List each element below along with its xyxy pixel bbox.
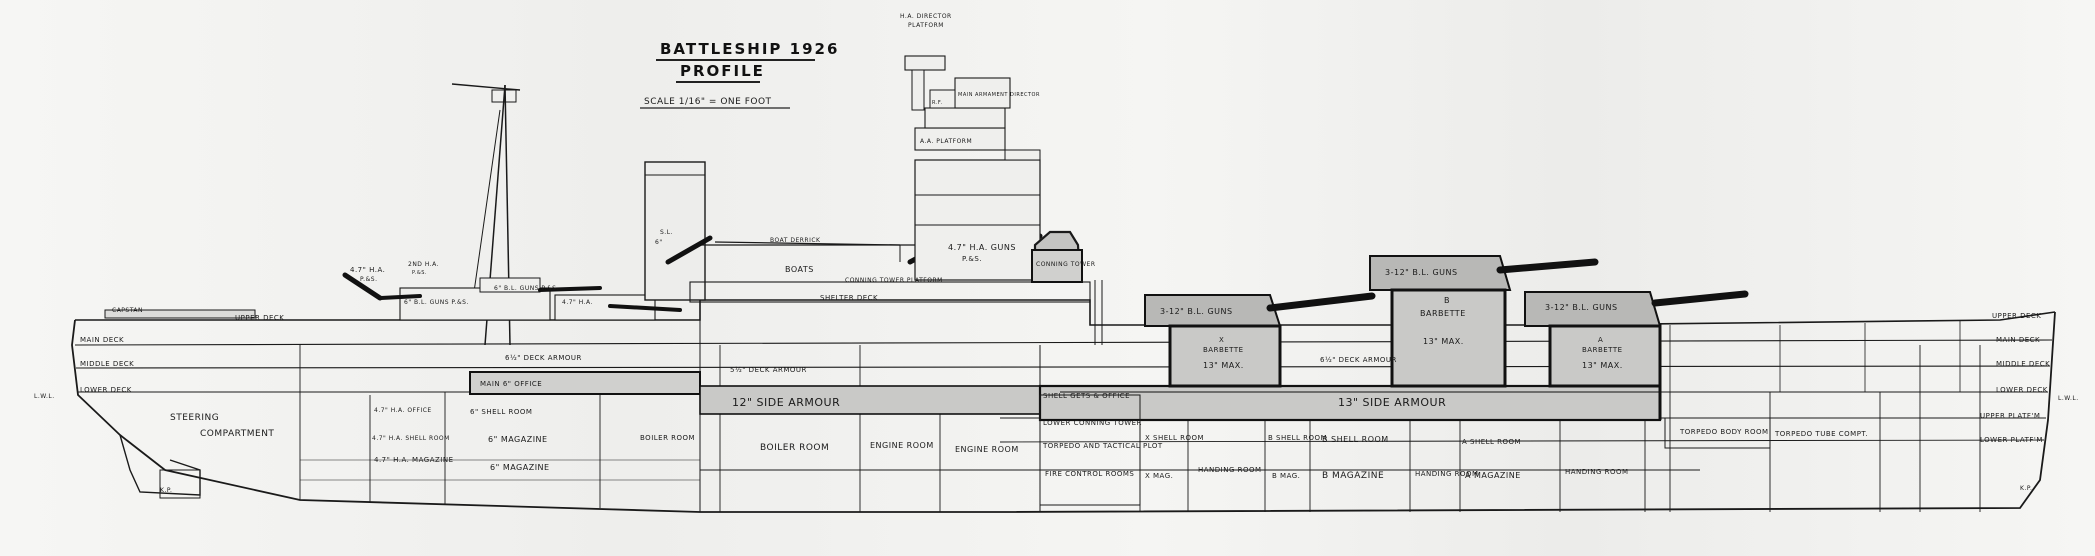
label-boats: BOATS	[785, 265, 814, 274]
label-lower-platform-fwd: LOWER PLATF'M	[1980, 436, 2043, 444]
label-engine-room-1: ENGINE ROOM	[870, 441, 934, 450]
label-secondary-aft: 6" B.L. GUNS P.&S.	[404, 299, 469, 306]
label-torpedo-body: TORPEDO BODY ROOM	[1679, 428, 1769, 436]
turret-labels: 3-12" B.L. GUNS 3-12" B.L. GUNS 3-12" B.…	[1160, 268, 1623, 370]
superstructure-labels: H.A. DIRECTOR PLATFORM MAIN ARMAMENT DIR…	[112, 13, 1095, 314]
label-a-guns: 3-12" B.L. GUNS	[1545, 303, 1618, 312]
label-deck-armour-mid: 5½" DECK ARMOUR	[730, 366, 807, 374]
main-turrets	[1144, 255, 1749, 420]
title-line-1: BATTLESHIP 1926	[660, 40, 839, 58]
label-handing-3: HANDING ROOM	[1565, 468, 1629, 476]
label-boiler-room-small: BOILER ROOM	[640, 434, 695, 442]
label-lwl-aft: L.W.L.	[34, 393, 55, 400]
label-main-office: MAIN 6" OFFICE	[480, 380, 542, 388]
label-kp-fwd: K.P.	[2020, 485, 2032, 492]
label-upper-deck-fwd: UPPER DECK	[1992, 312, 2041, 320]
label-lwl-fwd: L.W.L.	[2058, 395, 2079, 402]
label-engine-room-2: ENGINE ROOM	[955, 445, 1019, 454]
label-upper-platform-fwd: UPPER PLATF'M	[1980, 412, 2040, 420]
label-capstan: CAPSTAN	[112, 307, 143, 314]
label-aa-platform: A.A. PLATFORM	[920, 138, 972, 145]
label-ha-guns-fwd: 4.7" H.A. GUNS	[948, 243, 1016, 252]
label-x-barbette: BARBETTE	[1203, 346, 1244, 354]
label-lower-deck-aft: LOWER DECK	[80, 386, 132, 394]
label-lower-conning: LOWER CONNING TOWER	[1043, 419, 1142, 427]
label-middle-deck-fwd: MIDDLE DECK	[1996, 360, 2050, 368]
label-shell-6: 6" SHELL ROOM	[470, 408, 532, 416]
compartment-labels: STEERING COMPARTMENT 4.7" H.A. OFFICE 4.…	[170, 380, 1868, 481]
label-ha-director-platform: PLATFORM	[908, 22, 944, 29]
label-x-barbette-title: X	[1219, 336, 1224, 344]
label-shell-gets-office: SHELL GETS & OFFICE	[1043, 392, 1130, 400]
label-x-shell: X SHELL ROOM	[1145, 434, 1204, 442]
lower-compartment-boxes	[159, 394, 1771, 506]
label-boiler-room: BOILER ROOM	[760, 443, 829, 453]
label-main-armament-director: MAIN ARMAMENT DIRECTOR	[958, 92, 1040, 98]
label-secondary-top: 2ND H.A.	[408, 261, 439, 268]
label-middle-deck-aft: MIDDLE DECK	[80, 360, 134, 368]
label-main-deck-aft: MAIN DECK	[80, 336, 124, 344]
label-magazine-6b: 6" MAGAZINE	[490, 463, 550, 472]
label-b-guns: 3-12" B.L. GUNS	[1385, 268, 1458, 277]
label-spotting-top: 6"	[655, 239, 663, 246]
label-a-magazine: A MAGAZINE	[1465, 471, 1521, 480]
label-steering-2: COMPARTMENT	[200, 429, 274, 439]
label-ha-guns-aft-sub: P.&S.	[360, 276, 378, 283]
label-ha-guns-fwd-sub: P.&S.	[962, 255, 982, 263]
label-a-barbette: BARBETTE	[1582, 346, 1623, 354]
label-a-barbette-title: A	[1598, 336, 1603, 344]
label-magazine-6a: 6" MAGAZINE	[488, 435, 548, 444]
label-torpedo-tactical: TORPEDO AND TACTICAL PLOT	[1042, 442, 1163, 450]
title-block: BATTLESHIP 1926 PROFILE SCALE 1/16" = ON…	[640, 40, 839, 109]
label-funnel-pair: 4.7" H.A.	[562, 299, 593, 306]
label-shelter-deck: SHELTER DECK	[820, 294, 878, 302]
label-a-shell: A SHELL ROOM	[1462, 438, 1521, 446]
label-ha-director: H.A. DIRECTOR	[900, 13, 952, 20]
label-deck-armour-aft: 6½" DECK ARMOUR	[505, 354, 582, 362]
label-aft-office: 4.7" H.A. OFFICE	[374, 407, 432, 414]
label-deck-armour-fwd: 6½" DECK ARMOUR	[1320, 356, 1397, 364]
title-line-2: PROFILE	[680, 62, 765, 80]
label-handing-1: HANDING ROOM	[1198, 466, 1262, 474]
label-main-deck-fwd: MAIN DECK	[1996, 336, 2040, 344]
label-searchlight: S.L.	[660, 229, 673, 236]
label-conning-tower: CONNING TOWER	[1036, 261, 1095, 268]
label-fire-control: FIRE CONTROL ROOMS	[1045, 470, 1134, 478]
label-b-barbette-title: B	[1444, 296, 1450, 305]
label-b-shell-small: B SHELL ROOM	[1268, 434, 1327, 442]
armour-labels: 6½" DECK ARMOUR 5½" DECK ARMOUR 6½" DECK…	[505, 354, 1446, 409]
label-b-max: 13" MAX.	[1423, 337, 1464, 346]
label-ha-guns-aft: 4.7" H.A.	[350, 266, 385, 274]
label-conning-tower-platform: CONNING TOWER PLATFORM	[845, 277, 943, 284]
aft-superstructure	[104, 83, 1091, 346]
label-x-max: 13" MAX.	[1203, 361, 1244, 370]
label-rangefinder: R.F.	[932, 100, 943, 106]
label-b-shell: B SHELL ROOM	[1322, 435, 1389, 444]
label-secondary-mid: 6" B.L. GUNS P.&S.	[494, 285, 559, 292]
label-torpedo-tube: TORPEDO TUBE COMPT.	[1774, 430, 1868, 438]
label-secondary-top-sub: P.&S.	[412, 270, 427, 276]
label-boat-derrick: BOAT DERRICK	[770, 237, 821, 244]
label-aft-shell: 4.7" H.A. SHELL ROOM	[372, 435, 450, 442]
label-upper-deck-aft: UPPER DECK	[235, 314, 284, 322]
label-handing-2: HANDING ROOM	[1415, 470, 1479, 478]
label-aft-mag: 4.7" H.A. MAGAZINE	[374, 456, 454, 464]
label-lower-deck-fwd: LOWER DECK	[1996, 386, 2048, 394]
label-side-armour-13: 13" SIDE ARMOUR	[1338, 396, 1446, 409]
label-side-armour-12: 12" SIDE ARMOUR	[732, 396, 840, 409]
label-b-mag-small: B MAG.	[1272, 472, 1300, 480]
label-steering: STEERING	[170, 413, 219, 423]
label-kp-aft: K.P.	[160, 487, 172, 494]
title-scale: SCALE 1/16" = ONE FOOT	[644, 97, 772, 107]
label-x-guns: 3-12" B.L. GUNS	[1160, 307, 1233, 316]
deck-labels: UPPER DECK MAIN DECK MIDDLE DECK LOWER D…	[34, 294, 2079, 494]
bridge-tower	[714, 55, 1103, 345]
label-b-magazine: B MAGAZINE	[1322, 471, 1384, 481]
label-a-max: 13" MAX.	[1582, 361, 1623, 370]
label-x-mag: X MAG.	[1145, 472, 1173, 480]
label-b-barbette: BARBETTE	[1420, 309, 1466, 318]
